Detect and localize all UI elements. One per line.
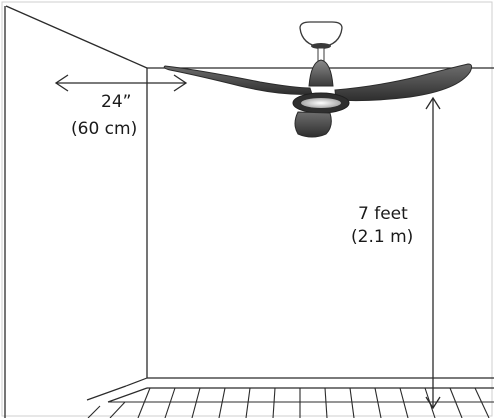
clearance-metric-label: (60 cm) (71, 119, 137, 139)
room-outline (4, 5, 494, 418)
height-metric-label: (2.1 m) (351, 227, 413, 247)
height-arrow (425, 96, 441, 410)
height-label-bg (345, 196, 419, 246)
baseboard (86, 377, 494, 403)
ceiling-corner-line (5, 5, 148, 69)
height-imperial-label: 7 feet (358, 204, 408, 224)
clearance-arrow (54, 74, 188, 92)
fan-motor-housing (308, 59, 334, 87)
ceiling-fan (163, 21, 473, 138)
fan-blade-bottom (294, 111, 332, 138)
canopy-base (311, 43, 331, 49)
clearance-imperial-label: 24” (101, 92, 131, 112)
fan-blade-left (163, 65, 313, 95)
fan-blade-right (334, 63, 473, 102)
fan-light (301, 98, 341, 108)
